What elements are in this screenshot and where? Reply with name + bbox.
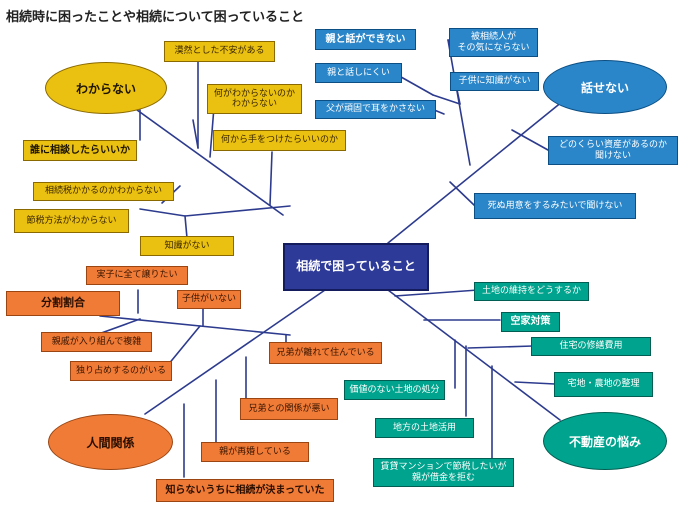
item-bad-sibling-relations: 兄弟との関係が悪い <box>240 398 338 420</box>
branch-hanasenai: 話せない <box>543 60 667 114</box>
branch-ningen-kankei: 人間関係 <box>48 414 173 470</box>
item-like-preparing-death: 死ぬ用意をするみたいで聞けない <box>474 193 636 219</box>
item-tax-saving-unknown: 節税方法がわからない <box>14 209 129 233</box>
item-rural-land-use: 地方の土地活用 <box>375 418 474 438</box>
item-inheritance-tax-unknown: 相続税かかるのかわからない <box>33 182 174 201</box>
branch-wakaranai: わからない <box>45 62 167 114</box>
item-give-all-to-child: 実子に全て譲りたい <box>86 266 188 285</box>
item-no-knowledge: 知識がない <box>140 236 234 256</box>
item-vague-anxiety: 漠然とした不安がある <box>164 41 275 62</box>
item-decedent-unwilling: 被相続人が その気にならない <box>449 28 538 57</box>
item-vacant-house: 空家対策 <box>501 312 560 332</box>
item-father-stubborn: 父が頑固で耳をかさない <box>315 100 436 119</box>
item-dont-know-what: 何がわからないのか わからない <box>207 84 302 114</box>
item-dispose-worthless-land: 価値のない土地の処分 <box>344 380 445 400</box>
item-rental-mansion-loan: 賃貸マンションで節税したいが 親が借金を拒む <box>373 458 514 487</box>
item-house-repair-cost: 住宅の修繕費用 <box>531 337 651 356</box>
item-no-children: 子供がいない <box>177 290 241 309</box>
item-complex-relatives: 親戚が入り組んで複雑 <box>41 332 152 352</box>
item-hard-to-talk-parents: 親と話しにくい <box>315 63 402 83</box>
item-cant-talk-parents: 親と話ができない <box>315 29 416 50</box>
item-monopolizer: 独り占めするのがいる <box>70 361 172 381</box>
item-cant-ask-assets: どのくらい資産があるのか 聞けない <box>548 136 678 165</box>
item-land-maintenance: 土地の維持をどうするか <box>474 282 589 301</box>
center-node: 相続で困っていること <box>283 243 429 291</box>
item-land-organize: 宅地・農地の整理 <box>554 372 653 397</box>
item-parent-remarried: 親が再婚している <box>201 442 309 462</box>
item-children-no-knowledge: 子供に知識がない <box>450 72 539 91</box>
page-title: 相続時に困ったことや相続について困っていること <box>6 10 304 25</box>
item-division-ratio: 分割割合 <box>6 291 120 316</box>
item-who-to-consult: 誰に相談したらいいか <box>23 140 137 161</box>
item-where-to-start: 何から手をつけたらいいのか <box>213 130 346 151</box>
branch-fudosan: 不動産の悩み <box>543 412 667 470</box>
item-siblings-live-apart: 兄弟が離れて住んでいる <box>269 342 382 364</box>
item-decided-unknowingly: 知らないうちに相続が決まっていた <box>156 479 334 502</box>
